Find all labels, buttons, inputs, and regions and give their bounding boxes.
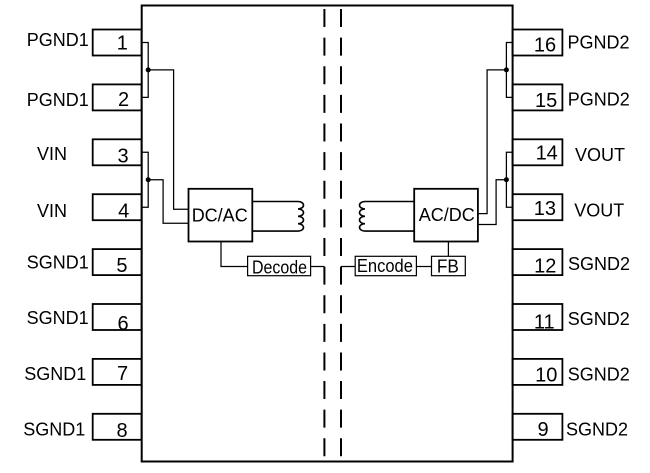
svg-text:11: 11 [534, 312, 555, 334]
svg-text:SGND1: SGND1 [23, 419, 85, 439]
svg-text:SGND2: SGND2 [568, 309, 630, 329]
svg-text:DC/AC: DC/AC [192, 205, 248, 225]
svg-text:SGND2: SGND2 [568, 254, 630, 274]
svg-text:8: 8 [117, 420, 128, 442]
svg-text:7: 7 [117, 363, 128, 385]
svg-text:3: 3 [118, 145, 129, 167]
svg-text:PGND2: PGND2 [568, 89, 630, 109]
svg-text:PGND2: PGND2 [567, 32, 629, 52]
svg-text:15: 15 [535, 90, 557, 112]
svg-text:2: 2 [118, 89, 129, 111]
svg-text:SGND1: SGND1 [24, 364, 86, 384]
svg-text:Encode: Encode [357, 256, 413, 276]
svg-text:14: 14 [536, 143, 558, 165]
svg-text:16: 16 [534, 34, 556, 56]
svg-text:SGND2: SGND2 [566, 420, 628, 440]
svg-text:VOUT: VOUT [574, 201, 624, 221]
svg-text:6: 6 [117, 313, 128, 335]
svg-text:PGND1: PGND1 [27, 90, 89, 110]
svg-text:PGND1: PGND1 [27, 30, 89, 50]
svg-text:5: 5 [116, 255, 127, 277]
svg-text:Decode: Decode [252, 258, 307, 278]
svg-text:12: 12 [534, 256, 556, 278]
svg-text:4: 4 [118, 201, 129, 223]
svg-text:9: 9 [537, 419, 548, 441]
svg-text:SGND1: SGND1 [27, 253, 89, 273]
svg-text:1: 1 [117, 33, 128, 55]
svg-text:AC/DC: AC/DC [419, 205, 475, 225]
svg-text:VIN: VIN [37, 201, 67, 221]
svg-text:FB: FB [437, 256, 459, 276]
svg-text:13: 13 [534, 198, 556, 220]
svg-text:10: 10 [535, 365, 557, 387]
svg-text:VOUT: VOUT [575, 145, 625, 165]
svg-text:SGND2: SGND2 [568, 365, 630, 385]
svg-text:SGND1: SGND1 [27, 308, 89, 328]
svg-text:VIN: VIN [37, 144, 67, 164]
